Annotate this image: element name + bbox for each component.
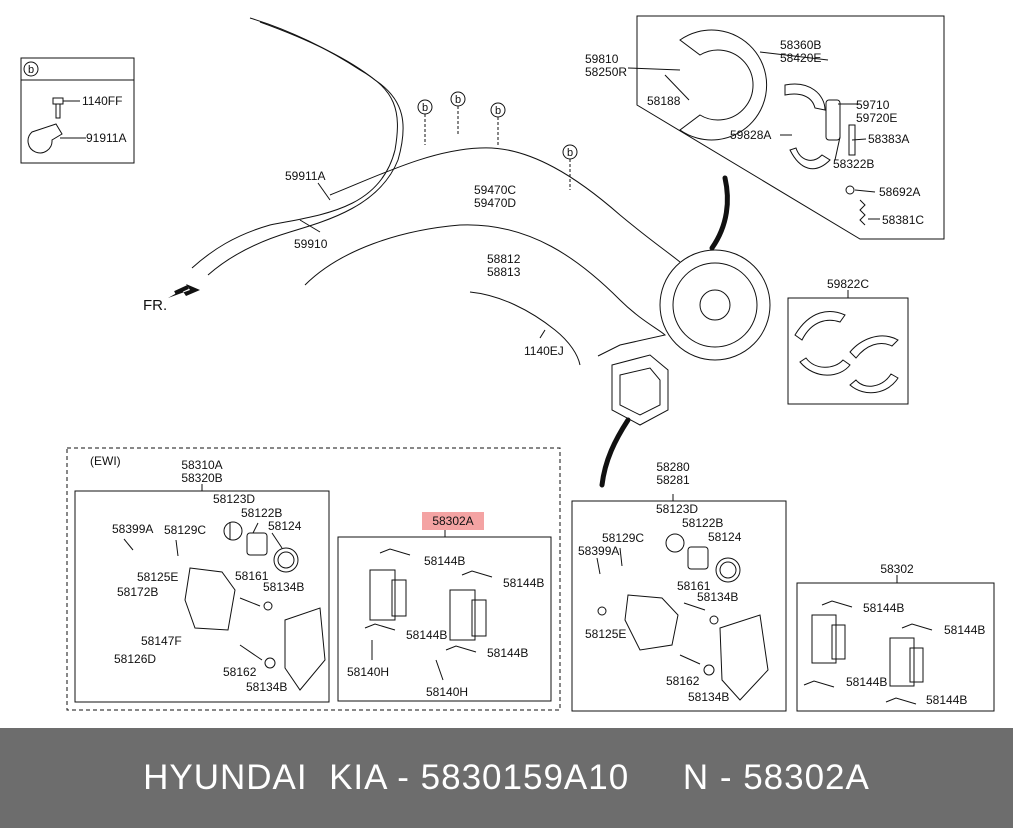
part-label[interactable]: 58399A (112, 522, 153, 536)
part-label-highlighted[interactable]: 58302A (432, 514, 473, 528)
callout-b: b (495, 105, 501, 117)
callout-b: b (567, 147, 573, 159)
spring-icon (859, 199, 866, 226)
highlight-marker (422, 512, 484, 530)
ewi-label: (EWI) (90, 454, 121, 468)
callout-b: b (455, 94, 461, 106)
part-label[interactable]: 58144B (406, 628, 447, 642)
brake-line-58812 (469, 291, 581, 366)
part-label[interactable]: 58692A (879, 185, 920, 199)
brake-pad-box (796, 582, 995, 712)
part-label[interactable]: 59470C (474, 183, 516, 197)
part-label[interactable]: 58123D (656, 502, 698, 516)
shoe-lower-icon (789, 147, 831, 170)
shoe-upper-icon (784, 83, 826, 111)
part-number-text: HYUNDAI KIA - 5830159A10 N - 58302A (143, 758, 870, 797)
part-label[interactable]: 58122B (241, 506, 282, 520)
part-label[interactable]: 58126D (114, 652, 156, 666)
part-label[interactable]: 58144B (863, 601, 904, 615)
cable-to-brake (329, 147, 681, 263)
caliper-assembly (611, 354, 669, 426)
part-label[interactable]: 58144B (926, 693, 967, 707)
front-arrow-icon (168, 284, 200, 298)
callout-b: b (28, 64, 34, 76)
part-label[interactable]: 58399A (578, 544, 619, 558)
caliper-bracket-ewi (284, 607, 326, 691)
part-label[interactable]: 59822C (827, 277, 869, 291)
part-label[interactable]: 59911A (285, 169, 325, 183)
part-label[interactable]: 58162 (223, 665, 257, 679)
parts-diagram: b 1140FF 91911A 59911A 59910 FR. b b b b… (20, 15, 995, 712)
part-label[interactable]: 58302 (880, 562, 914, 576)
part-label[interactable]: 58420E (780, 51, 821, 65)
part-label[interactable]: 58172B (117, 585, 158, 599)
part-label[interactable]: 58125E (137, 570, 178, 584)
part-label[interactable]: 58144B (503, 576, 544, 590)
callout-b: b (422, 102, 428, 114)
caliper-body (624, 594, 679, 651)
caliper-body-ewi (184, 567, 236, 631)
part-label[interactable]: 58124 (708, 530, 742, 544)
bolt-icon (52, 97, 64, 119)
parking-shoe-box (636, 15, 945, 240)
caliper-box (571, 500, 787, 712)
part-label[interactable]: 58140H (347, 665, 389, 679)
caliper-bracket (719, 614, 769, 701)
part-label[interactable]: 58144B (944, 623, 985, 637)
part-label[interactable]: 58322B (833, 157, 874, 171)
clip-icon (27, 123, 63, 154)
part-label[interactable]: 58144B (846, 675, 887, 689)
part-label[interactable]: 91911A (86, 131, 126, 145)
part-label[interactable]: 58813 (487, 265, 521, 279)
part-label[interactable]: 58281 (656, 473, 690, 487)
part-label[interactable]: 58144B (487, 646, 528, 660)
part-label[interactable]: 58123D (213, 492, 255, 506)
part-label[interactable]: 58134B (697, 590, 738, 604)
part-label[interactable]: 58161 (235, 569, 269, 583)
part-label[interactable]: 1140EJ (524, 344, 564, 358)
part-label[interactable]: 58383A (868, 132, 909, 146)
shoe-kit-box (787, 297, 909, 405)
part-label[interactable]: 58144B (424, 554, 465, 568)
fastener-detail-box (20, 57, 135, 164)
part-label[interactable]: 58129C (602, 531, 644, 545)
part-label[interactable]: 58310A (181, 458, 222, 472)
pad-right-icon (449, 589, 476, 641)
part-label[interactable]: 58360B (780, 38, 821, 52)
part-label[interactable]: 59720E (856, 111, 897, 125)
part-label[interactable]: 58161 (677, 579, 711, 593)
brake-hose-59470 (304, 224, 666, 357)
backing-plate (659, 249, 771, 361)
part-label[interactable]: 58250R (585, 65, 627, 79)
part-label[interactable]: 59828A (730, 128, 771, 142)
part-label[interactable]: 58125E (585, 627, 626, 641)
part-label[interactable]: 58188 (647, 94, 681, 108)
part-label[interactable]: 59910 (294, 237, 328, 251)
part-label[interactable]: 58134B (688, 690, 729, 704)
part-label[interactable]: 58280 (656, 460, 690, 474)
part-label[interactable]: 58162 (666, 674, 700, 688)
dust-shield-icon (679, 29, 768, 141)
part-label[interactable]: 58134B (263, 580, 304, 594)
part-label[interactable]: 58140H (426, 685, 468, 699)
part-label[interactable]: 58320B (181, 471, 222, 485)
part-label[interactable]: 58124 (268, 519, 302, 533)
part-label[interactable]: 58134B (246, 680, 287, 694)
part-label[interactable]: 59470D (474, 196, 516, 210)
part-label[interactable]: 58122B (682, 516, 723, 530)
part-label[interactable]: 58147F (141, 634, 182, 648)
part-label[interactable]: 59710 (856, 98, 890, 112)
part-label[interactable]: 1140FF (82, 94, 122, 108)
front-direction-label: FR. (143, 297, 167, 314)
part-label[interactable]: 58812 (487, 252, 521, 266)
ewi-section (66, 447, 561, 711)
part-label[interactable]: 58381C (882, 213, 924, 227)
parking-cable-right (207, 21, 404, 276)
pad-left-icon (369, 569, 396, 621)
part-label[interactable]: 59810 (585, 52, 619, 66)
part-number-banner: HYUNDAI KIA - 5830159A10 N - 58302A (0, 728, 1013, 828)
part-label[interactable]: 58129C (164, 523, 206, 537)
